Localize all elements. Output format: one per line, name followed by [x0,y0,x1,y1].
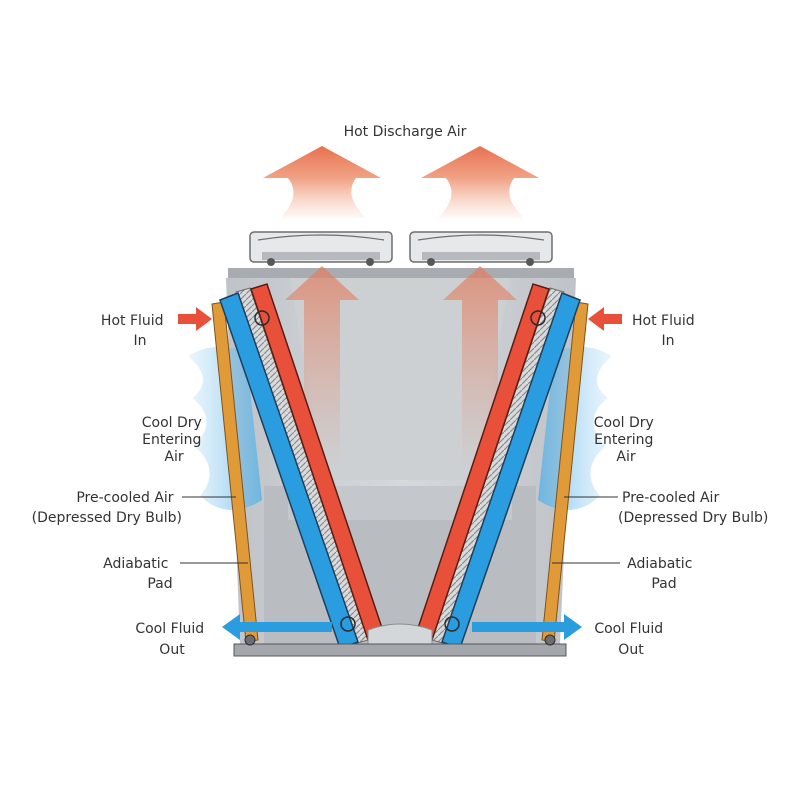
label-adiabatic-pad-left: Adiabatic Pad [103,556,173,592]
base-fitting-left [244,634,256,646]
label-cool-dry-air-left: Cool Dry Entering Air [142,415,207,465]
label-cool-fluid-out-left: Cool Fluid Out [135,621,208,658]
hot-discharge-arrow-right [421,146,539,218]
hot-discharge-arrow-left [263,146,381,218]
label-precooled-right: Pre-cooled Air (Depressed Dry Bulb) [618,490,768,526]
label-hot-fluid-in-right: Hot Fluid In [632,313,699,349]
coil-left [219,283,385,649]
coil-right [415,283,581,649]
internal-hot-air-arrow-left [285,266,359,470]
fan-right [409,231,553,266]
hot-fluid-in-arrow-left [178,307,212,331]
label-hot-fluid-in-left: Hot Fluid In [101,313,168,349]
base-frame [233,643,567,657]
label-adiabatic-pad-right: Adiabatic Pad [627,556,697,592]
center-trough [367,623,433,645]
adiabatic-pad-right [541,301,589,643]
label-cool-fluid-out-right: Cool Fluid Out [594,621,667,658]
label-precooled-left: Pre-cooled Air (Depressed Dry Bulb) [32,490,182,526]
cool-fluid-out-arrow-right [472,614,582,640]
cool-fluid-out-arrow-left [222,614,332,640]
adiabatic-pad-left [211,301,259,643]
label-cool-dry-air-right: Cool Dry Entering Air [594,415,659,465]
base-fitting-right [544,634,556,646]
internal-hot-air-arrow-right [443,266,517,470]
hot-fluid-in-arrow-right [588,307,622,331]
fan-left [249,231,393,266]
title-hot-discharge-air: Hot Discharge Air [344,124,467,140]
